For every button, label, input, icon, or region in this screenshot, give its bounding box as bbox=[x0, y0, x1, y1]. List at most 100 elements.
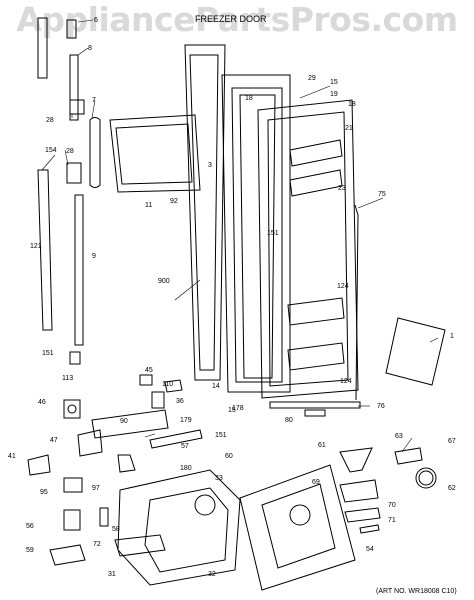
part-36 bbox=[151, 391, 165, 409]
clip-80-part bbox=[304, 409, 326, 417]
callout-label: 8 bbox=[88, 45, 92, 52]
callout-label: 14 bbox=[212, 383, 220, 390]
shelf-part bbox=[289, 139, 343, 167]
outer-door-panel bbox=[184, 44, 226, 381]
door-liner-inner bbox=[267, 111, 349, 387]
dispenser-assembly-inner bbox=[144, 487, 229, 573]
breaker-strip-part bbox=[239, 94, 276, 379]
part-97 bbox=[117, 454, 136, 473]
diagram-title: FREEZER DOOR bbox=[195, 14, 267, 24]
part-46 bbox=[63, 399, 81, 419]
callout-label: 1 bbox=[450, 333, 454, 340]
callout-label: 90 bbox=[120, 418, 128, 425]
part-62-ring bbox=[415, 467, 437, 489]
callout-label: 151 bbox=[267, 230, 279, 237]
callout-label: 31 bbox=[108, 571, 116, 578]
part-69 bbox=[339, 479, 379, 503]
callout-label: 47 bbox=[50, 437, 58, 444]
part-46-knob bbox=[67, 404, 77, 414]
callout-label: 121 bbox=[30, 243, 42, 250]
trim-part bbox=[74, 194, 84, 346]
bracket-part bbox=[66, 19, 77, 39]
callout-label: 46 bbox=[38, 399, 46, 406]
strip-part bbox=[69, 54, 79, 121]
callout-label: 124 bbox=[340, 378, 352, 385]
door-liner-part bbox=[257, 99, 359, 399]
callout-labels: 1 3 6 7 8 9 11 14 15 15 18 18 19 21 23 2… bbox=[8, 17, 456, 578]
door-bin-part-2 bbox=[287, 342, 345, 371]
handle-60-part bbox=[149, 429, 203, 449]
dispenser-cover-inner bbox=[115, 123, 193, 185]
callout-label: 32 bbox=[208, 571, 216, 578]
part-71 bbox=[359, 524, 380, 534]
callout-label: 19 bbox=[330, 91, 338, 98]
bottom-strip-part bbox=[269, 401, 361, 409]
part-67 bbox=[394, 447, 423, 465]
callout-label: 72 bbox=[93, 541, 101, 548]
part-47 bbox=[77, 429, 103, 457]
handle-part bbox=[89, 117, 101, 188]
callout-label: 28 bbox=[66, 148, 74, 155]
part-70 bbox=[344, 507, 381, 523]
part-45 bbox=[139, 374, 153, 386]
callout-label: 76 bbox=[377, 403, 385, 410]
callout-label: 15 bbox=[228, 407, 236, 414]
callout-label: 154 bbox=[45, 147, 57, 154]
callout-label: 28 bbox=[46, 117, 54, 124]
callout-label: 7 bbox=[92, 97, 96, 104]
callout-label: 900 bbox=[158, 278, 170, 285]
callout-label: 113 bbox=[62, 375, 73, 382]
door-bin-part bbox=[287, 297, 345, 326]
callout-label: 41 bbox=[8, 453, 16, 460]
callout-label: 179 bbox=[180, 417, 192, 424]
rod-part bbox=[354, 204, 359, 401]
callout-label: 18 bbox=[348, 101, 356, 108]
part-72 bbox=[99, 507, 109, 527]
callout-label: 151 bbox=[215, 432, 227, 439]
part-41 bbox=[27, 454, 51, 476]
callout-label: 80 bbox=[285, 417, 293, 424]
callout-label: 97 bbox=[92, 485, 100, 492]
dispenser-trim-part bbox=[91, 409, 169, 439]
callout-label: 151 bbox=[42, 350, 54, 357]
callout-label: 59 bbox=[26, 547, 34, 554]
dispenser-chute bbox=[194, 494, 216, 516]
callout-label: 62 bbox=[448, 485, 456, 492]
callout-label: 3 bbox=[208, 162, 212, 169]
callout-label: 71 bbox=[388, 517, 396, 524]
callout-label: 70 bbox=[388, 502, 396, 509]
callout-label: 63 bbox=[395, 433, 403, 440]
part-61 bbox=[339, 447, 373, 473]
handle-mount-part bbox=[66, 162, 82, 184]
callout-label: 124 bbox=[337, 283, 349, 290]
ice-chute-opening bbox=[289, 504, 311, 526]
callout-label: 36 bbox=[176, 398, 184, 405]
hinge-strip-part bbox=[37, 17, 48, 79]
callout-label: 92 bbox=[170, 198, 178, 205]
callout-label: 6 bbox=[94, 17, 98, 24]
callout-label: 15 bbox=[330, 79, 338, 86]
door-gasket-inner bbox=[231, 87, 283, 383]
outer-door-panel-inner bbox=[189, 54, 219, 371]
clip-part bbox=[69, 351, 81, 365]
callout-label: 21 bbox=[345, 125, 353, 132]
ice-chute-inner bbox=[261, 483, 336, 569]
drip-tray-part bbox=[114, 534, 166, 557]
part-56 bbox=[63, 509, 81, 531]
callout-label: 9 bbox=[92, 253, 96, 260]
callout-label: 75 bbox=[378, 191, 386, 198]
callout-label: 54 bbox=[366, 546, 374, 553]
callout-label: 56 bbox=[26, 523, 34, 530]
ice-chute-part bbox=[239, 464, 356, 591]
part-62-inner bbox=[418, 470, 434, 486]
callout-label: 95 bbox=[40, 489, 48, 496]
part-110 bbox=[164, 379, 183, 393]
art-number: (ART NO. WR18008 C10) bbox=[376, 588, 457, 595]
part-95 bbox=[63, 477, 83, 493]
callout-label: 67 bbox=[448, 438, 456, 445]
dispenser-cover-part bbox=[109, 114, 201, 193]
callout-label: 110 bbox=[162, 381, 173, 388]
callout-label: 180 bbox=[180, 465, 192, 472]
callout-label: 178 bbox=[232, 405, 244, 412]
